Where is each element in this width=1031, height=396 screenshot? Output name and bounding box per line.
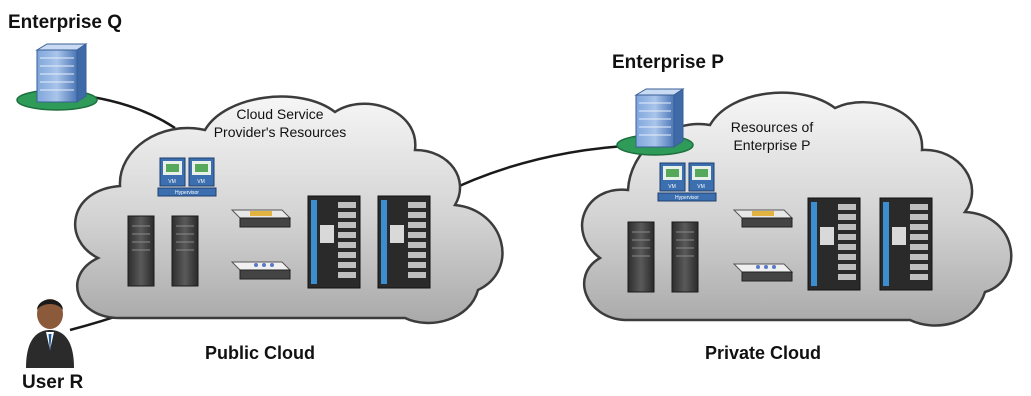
private-resources-line-1: Resources of — [730, 119, 814, 135]
public-vm-label-2: VM — [197, 179, 205, 185]
user-r-person-icon — [26, 299, 74, 368]
public-hypervisor-icon — [157, 157, 217, 197]
public-resources-line-2: Provider's Resources — [213, 124, 347, 140]
private-tower-server-1-icon — [627, 221, 655, 293]
private-server-rack-2-icon — [879, 197, 933, 291]
link-public-to-private — [439, 143, 641, 197]
enterprise-p-building-icon — [616, 88, 694, 156]
private-vm-label-2: VM — [697, 184, 705, 190]
public-cloud-label: Public Cloud — [205, 343, 315, 363]
public-tower-server-2-icon — [171, 215, 199, 287]
public-hypervisor-label: Hypervisor — [175, 190, 199, 196]
private-hypervisor-label: Hypervisor — [675, 195, 699, 201]
public-server-rack-1-icon — [307, 195, 361, 289]
public-resources-line-1: Cloud Service — [236, 106, 324, 122]
private-server-rack-1-icon — [807, 197, 861, 291]
enterprise-q-building-icon — [16, 43, 98, 111]
private-vm-label-1: VM — [668, 184, 676, 190]
public-network-switch-2-icon — [230, 261, 292, 280]
private-resources-line-2: Enterprise P — [733, 137, 811, 153]
private-cloud-label: Private Cloud — [705, 343, 822, 363]
private-resources-caption: Resources of Enterprise P — [712, 118, 832, 154]
enterprise-q-label: Enterprise Q — [8, 12, 123, 33]
public-network-switch-1-icon — [230, 209, 292, 228]
link-enterprise-q-to-public-cloud — [91, 95, 176, 130]
public-tower-server-1-icon — [127, 215, 155, 287]
private-network-switch-1-icon — [732, 209, 794, 228]
public-server-rack-2-icon — [377, 195, 431, 289]
private-network-switch-2-icon — [732, 263, 794, 282]
public-vm-label-1: VM — [168, 179, 176, 185]
private-tower-server-2-icon — [671, 221, 699, 293]
user-r-label: User R — [22, 372, 84, 393]
public-resources-caption: Cloud Service Provider's Resources — [205, 105, 355, 141]
private-hypervisor-icon — [657, 162, 717, 202]
enterprise-p-label: Enterprise P — [612, 52, 724, 73]
